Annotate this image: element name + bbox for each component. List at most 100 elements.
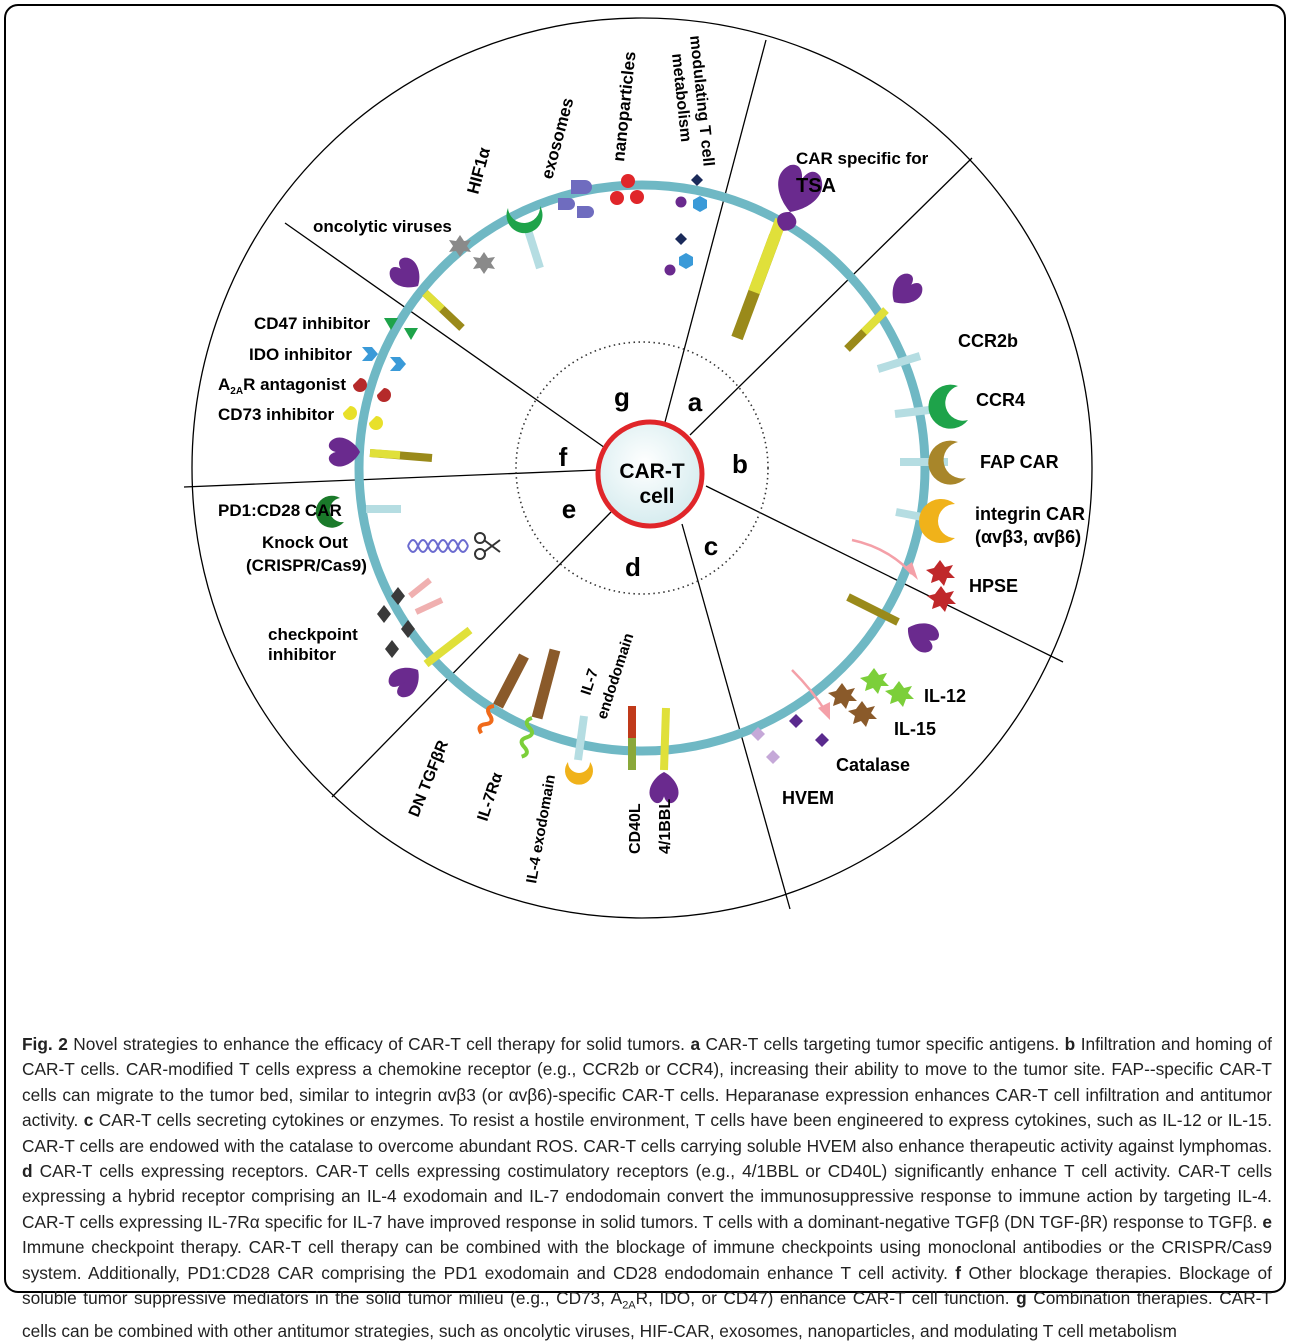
cell-membrane-ring (354, 180, 930, 756)
caption-a-text: CAR-T cells targeting tumor specific ant… (700, 1034, 1065, 1054)
label-hif1a: HIF1α (464, 145, 495, 196)
label-knock-out: Knock Out (262, 533, 348, 552)
caption-g-label: g (1016, 1288, 1027, 1309)
catalase-molecules (789, 714, 829, 747)
section-label-g: g (614, 382, 630, 412)
label-hpse: HPSE (969, 576, 1018, 596)
caption-b-text: Infiltration and homing of CAR-T cells. … (22, 1034, 1272, 1131)
caption-c-label: c (83, 1110, 94, 1131)
figure-caption: Fig. 2 Novel strategies to enhance the e… (22, 1032, 1272, 1344)
pd1-cd28-car (315, 495, 401, 528)
label-checkpoint: checkpoint (268, 625, 358, 644)
label-nanoparticles: nanoparticles (609, 50, 639, 162)
section-divider-line (284, 222, 609, 451)
label-il15: IL-15 (894, 719, 936, 739)
figure-frame (4, 4, 1286, 1293)
label-il4-exodomain: IL-4 exodomain (523, 773, 559, 884)
section-divider-line (664, 39, 767, 423)
integrin-car-receptor (895, 499, 955, 544)
section-label-e: e (562, 494, 576, 524)
checkpoint-inhibitor-molecules (377, 587, 415, 658)
caption-d-label: d (22, 1161, 33, 1182)
caption-f-text-post: R, IDO, or CD47) enhance CAR-T cell func… (635, 1288, 1017, 1309)
cytokine-secretion (791, 668, 914, 727)
ccr4-receptor (894, 384, 968, 429)
center-label-line1: CAR-T (619, 460, 684, 483)
il7ra-receptor (519, 648, 561, 759)
dn-tgfbr-receptor (477, 653, 529, 735)
caption-c-text: CAR-T cells secreting cytokines or enzym… (22, 1110, 1273, 1156)
section-divider-line (705, 485, 1064, 663)
caption-e-text: Immune checkpoint therapy. CAR-T cell th… (22, 1237, 1272, 1283)
section-label-c: c (704, 531, 718, 561)
label-integrin-types: (αvβ3, αvβ6) (975, 527, 1081, 547)
hpse-enzyme (851, 538, 956, 612)
label-4-1bbl: 4/1BBL (657, 799, 674, 854)
label-a2ar-antagonist: A2AR antagonist (218, 375, 346, 397)
section-label-a: a (688, 387, 703, 417)
ccr2b-receptor (876, 338, 946, 373)
label-catalase: Catalase (836, 755, 910, 775)
label-cd40l: CD40L (627, 803, 644, 854)
label-il7-endodomain-1: IL-7 (578, 667, 602, 698)
metabolism-molecules (664, 174, 707, 276)
f-car-receptor (328, 437, 433, 467)
label-il12: IL-12 (924, 686, 966, 706)
oncolytic-virus-icons (449, 235, 495, 274)
label-fap-car: FAP CAR (980, 452, 1059, 472)
caption-a-label: a (690, 1034, 701, 1054)
ido-inhibitor-icon (362, 347, 406, 371)
caption-e-label: e (1262, 1211, 1272, 1232)
caption-d-text: CAR-T cells expressing receptors. CAR-T … (22, 1161, 1272, 1232)
label-ccr4: CCR4 (976, 390, 1025, 410)
label-integrin-car: integrin CAR (975, 504, 1085, 524)
label-il7ra: IL-7Rα (475, 770, 507, 823)
label-a2ar-A: A (218, 375, 230, 394)
outer-circle (191, 17, 1093, 919)
center-label-line2: cell (639, 485, 674, 508)
tsa-car-receptor (731, 164, 823, 341)
label-exosomes: exosomes (538, 96, 578, 181)
c-car-receptor (846, 593, 939, 653)
label-dn-tgfbr: DN TGFβR (406, 738, 452, 820)
hybrid-il4-il7-receptor (565, 715, 593, 785)
b-car-receptor (844, 273, 923, 352)
crispr-knockout (407, 532, 501, 560)
hvem-molecules (751, 727, 780, 764)
section-dividers (183, 39, 1064, 910)
section-label-b: b (732, 449, 748, 479)
section-divider-line (681, 523, 791, 910)
fap-car-receptor (900, 440, 966, 485)
label-car-specific-for: CAR specific for (796, 149, 929, 168)
label-inhibitor: inhibitor (268, 645, 336, 664)
hif1a-receptor (506, 206, 544, 270)
checkpoint-receptors (388, 577, 473, 698)
label-hvem: HVEM (782, 788, 834, 808)
label-oncolytic-viruses: oncolytic viruses (313, 217, 452, 236)
label-a2ar-rest: R antagonist (243, 375, 346, 394)
cd73-inhibitor-icon (343, 406, 383, 430)
label-cd47-inhibitor: CD47 inhibitor (254, 314, 371, 333)
nanoparticle-icons (610, 174, 644, 205)
car-t-cell (595, 419, 705, 529)
label-ido-inhibitor: IDO inhibitor (249, 345, 352, 364)
label-crispr-cas9: (CRISPR/Cas9) (246, 556, 367, 575)
label-a2ar-subscript: 2A (230, 386, 243, 397)
section-divider-line (331, 511, 612, 798)
caption-b-label: b (1064, 1034, 1076, 1054)
inner-dotted-circle (515, 341, 769, 595)
caption-f-subscript: 2A (622, 1299, 636, 1312)
label-cd73-inhibitor: CD73 inhibitor (218, 405, 335, 424)
caption-f-label: f (955, 1262, 962, 1283)
car-t-strategies-diagram: CAR-T cell a b c d e f g CAR specific fo… (183, 17, 1093, 919)
section-divider-line (183, 469, 599, 488)
label-ccr2b: CCR2b (958, 331, 1018, 351)
cd47-inhibitor-icon (384, 318, 418, 340)
caption-intro: Novel strategies to enhance the efficacy… (67, 1034, 691, 1054)
4-1bbl-receptor (649, 707, 679, 804)
caption-fig-label: Fig. 2 (22, 1034, 68, 1054)
section-label-d: d (625, 552, 641, 582)
section-label-f: f (559, 442, 568, 472)
section-divider-line (689, 157, 973, 436)
label-pd1-cd28-car: PD1:CD28 CAR (218, 501, 342, 520)
